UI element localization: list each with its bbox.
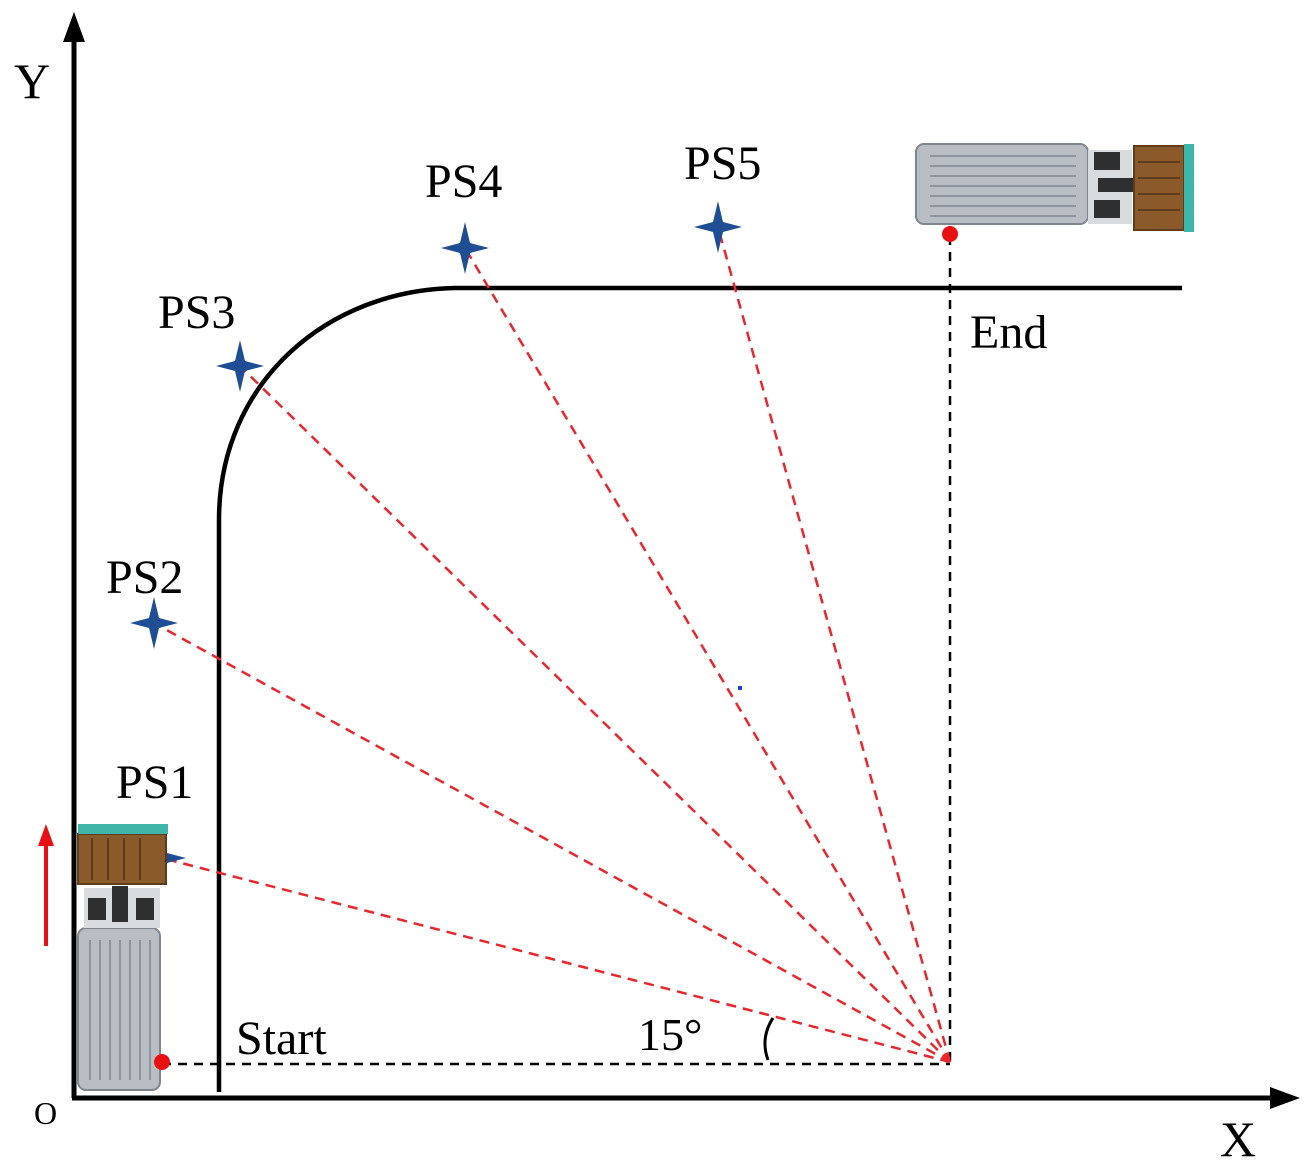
axes: Y X O (14, 12, 1300, 1164)
star-ps3-icon (216, 340, 264, 392)
path-line (216, 285, 1182, 1092)
end-marker (942, 226, 958, 242)
origin-label: O (34, 1095, 57, 1131)
end-truck-cargo (1133, 145, 1185, 231)
y-axis-label: Y (14, 53, 50, 109)
planned-path (216, 285, 1182, 1092)
end-truck-front (1184, 144, 1194, 232)
angle-label: 15° (638, 1009, 702, 1060)
end-label: End (970, 306, 1047, 359)
star-ps5-icon (694, 201, 742, 253)
label-ps3: PS3 (158, 286, 235, 339)
ray-ps2 (153, 621, 951, 1064)
start-marker (154, 1054, 170, 1070)
label-ps1: PS1 (116, 756, 193, 809)
start-label: Start (236, 1012, 327, 1065)
start-truck-front (78, 824, 168, 834)
angle-arc (763, 1017, 775, 1061)
end-truck (915, 143, 1194, 232)
ray-ps4 (463, 247, 952, 1063)
x-axis-arrow-icon (1270, 1087, 1300, 1109)
x-axis-label: X (1220, 1111, 1256, 1164)
y-axis-arrow-icon (63, 12, 85, 42)
ray-ps5 (716, 226, 952, 1063)
label-ps5: PS5 (684, 137, 761, 190)
star-ps2-icon (130, 597, 178, 649)
ray-ps3 (239, 365, 951, 1063)
reference-lines (162, 236, 952, 1066)
center-dot (738, 686, 742, 690)
position-labels: PS1 PS2 PS3 PS4 PS5 (106, 137, 761, 809)
label-ps4: PS4 (425, 155, 502, 208)
motion-arrow-icon (38, 824, 54, 946)
star-ps4-icon (441, 222, 489, 274)
start-truck (77, 824, 168, 1091)
label-ps2: PS2 (106, 551, 183, 604)
sight-rays (153, 226, 952, 1064)
